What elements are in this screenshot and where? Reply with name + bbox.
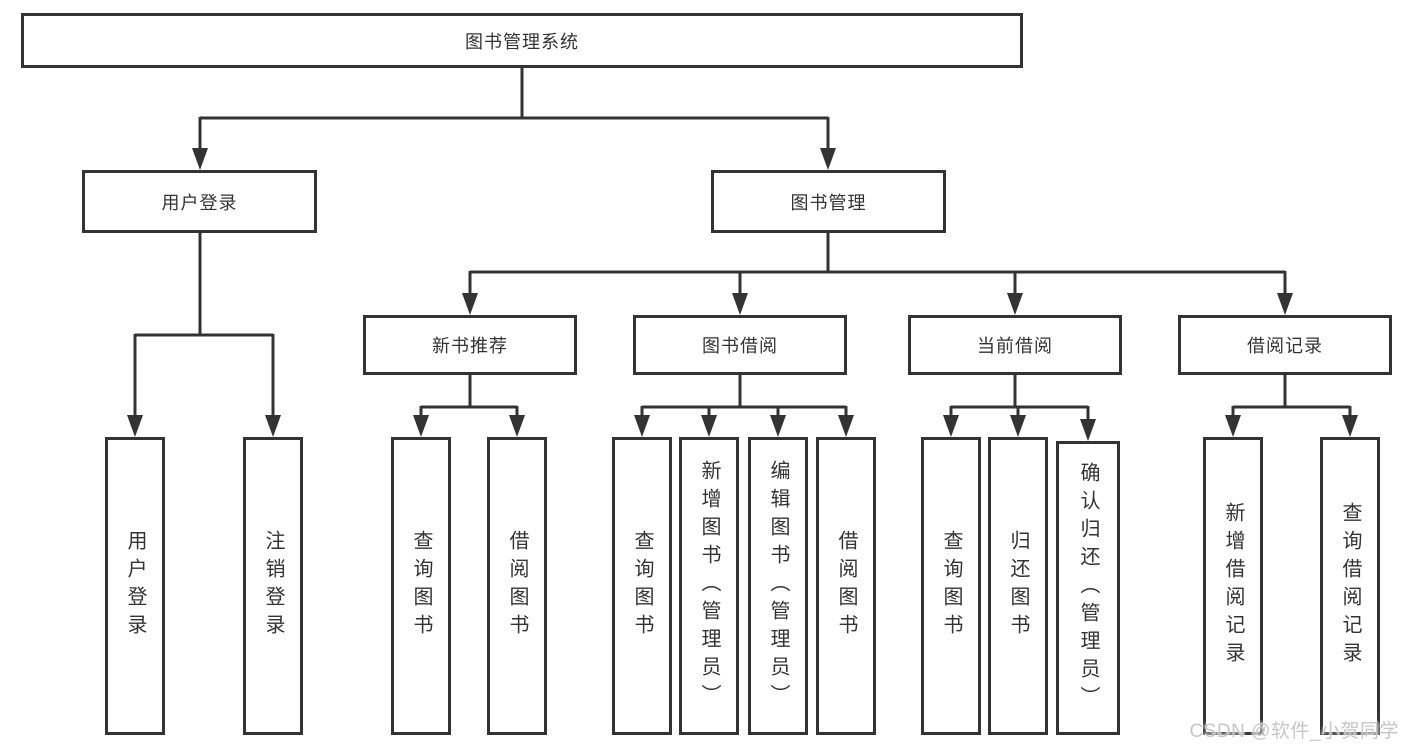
leaf-add-borrow-record: 新增借阅记录 [1203,437,1263,735]
node-new-book-recommend-label: 新书推荐 [432,336,508,356]
node-book-management-label: 图书管理 [790,192,867,213]
node-book-management: 图书管理 [711,170,946,233]
node-user-login-label: 用户登录 [161,192,238,213]
node-new-book-recommend: 新书推荐 [363,315,577,375]
node-book-borrow-label: 图书借阅 [702,336,778,356]
csdn-watermark: CSDN @软件_小贺同学 [1189,721,1399,742]
leaf-edit-book-admin: 编辑图书（管理员） [748,437,808,735]
node-current-borrow-label: 当前借阅 [977,336,1053,356]
node-borrow-records: 借阅记录 [1178,315,1392,375]
leaf-query-books-recommend: 查询图书 [391,437,451,735]
node-current-borrow: 当前借阅 [908,315,1122,375]
leaf-logout: 注销登录 [243,437,303,735]
leaf-query-borrow-record: 查询借阅记录 [1320,437,1380,735]
leaf-borrow-books-recommend: 借阅图书 [487,437,547,735]
leaf-return-books: 归还图书 [988,437,1048,735]
node-borrow-records-label: 借阅记录 [1247,336,1323,356]
node-book-borrow: 图书借阅 [633,315,847,375]
leaf-add-book-admin: 新增图书（管理员） [679,437,739,735]
leaf-query-books-borrow: 查询图书 [612,437,672,735]
node-user-login: 用户登录 [82,170,317,233]
leaf-borrow-books: 借阅图书 [816,437,876,735]
leaf-confirm-return-admin: 确认归还（管理员） [1056,441,1120,735]
leaf-query-books-current: 查询图书 [921,437,981,735]
node-library-system-label: 图书管理系统 [465,31,579,52]
leaf-user-login: 用户登录 [105,437,165,735]
node-library-system: 图书管理系统 [21,13,1023,68]
